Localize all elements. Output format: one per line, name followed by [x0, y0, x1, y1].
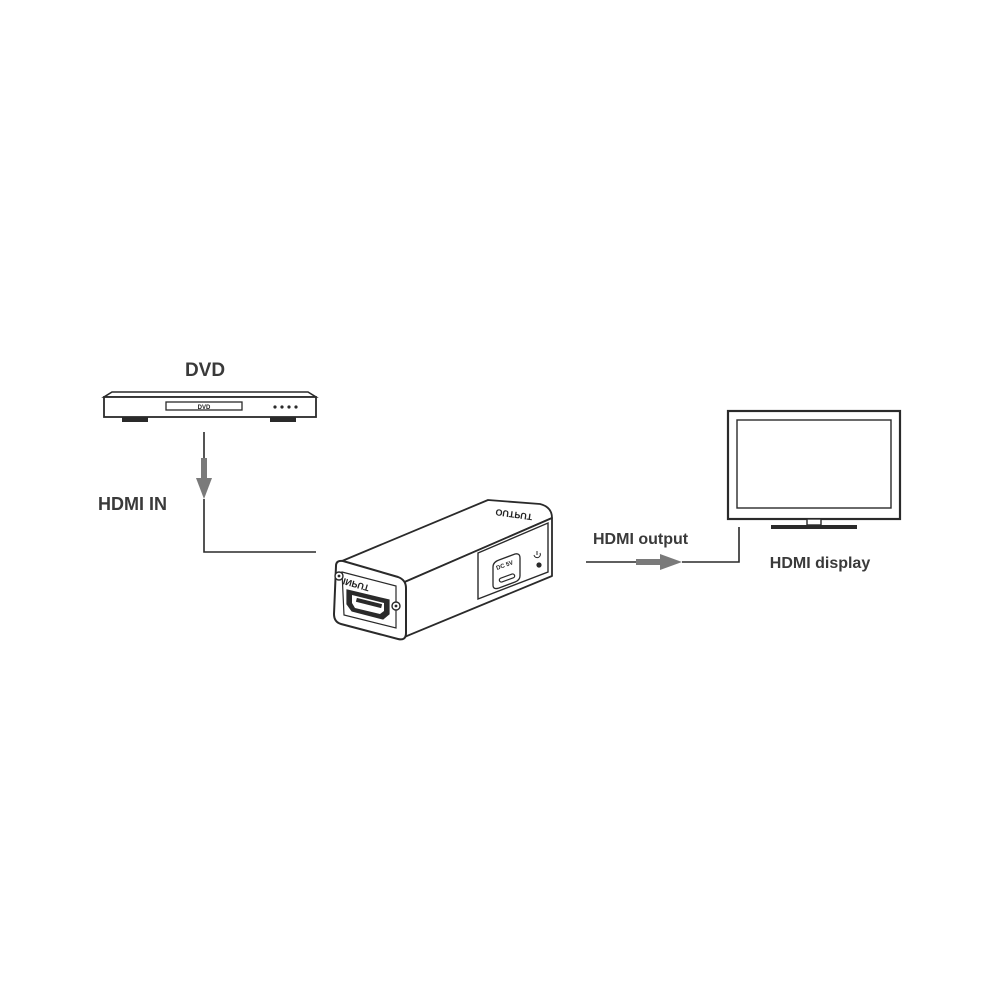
hdmi-in-label: HDMI IN — [98, 494, 167, 514]
hdmi-output-label: HDMI output — [593, 531, 689, 548]
hdmi-in-cable — [196, 432, 316, 553]
dvd-player-icon: DVD — [101, 391, 319, 422]
hdmi-output-cable — [586, 527, 740, 570]
power-icon — [533, 551, 541, 559]
dvd-slot-label: DVD — [198, 405, 211, 411]
dvd-title: DVD — [185, 360, 225, 381]
arrow-right-icon — [660, 554, 682, 570]
tv-display-icon — [726, 409, 902, 529]
power-port-label: DC 5V — [496, 560, 515, 572]
usb-c-port-icon — [498, 573, 516, 583]
led-icon — [536, 562, 542, 568]
arrow-down-icon — [196, 478, 212, 499]
hdmi-display-label: HDMI display — [770, 555, 871, 572]
hdmi-repeater-device: INPUT OUTPUT DC 5V — [332, 499, 553, 641]
hdmi-port-icon — [346, 589, 390, 620]
